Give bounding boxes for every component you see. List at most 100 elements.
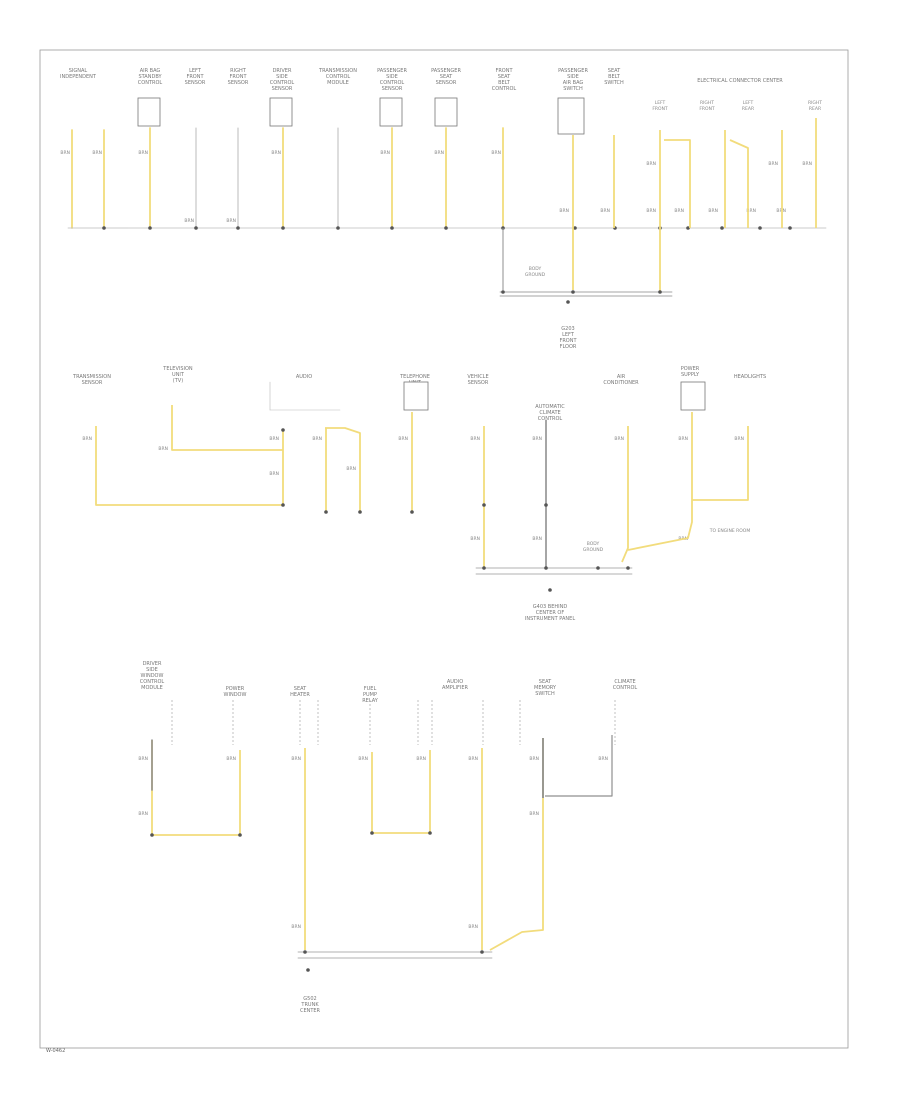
section1-sub-label-line: RIGHT xyxy=(808,100,822,106)
section1-component-label-line: FRONT xyxy=(186,74,204,80)
section2-wire xyxy=(621,426,629,563)
section1-note-line: BODY xyxy=(529,266,542,272)
section1-wire-code: BRN xyxy=(92,150,102,156)
section2-component-label-line: VEHICLE xyxy=(467,374,488,380)
section1-wire xyxy=(729,139,749,228)
section1-sub-label-line: REAR xyxy=(742,106,754,112)
footer-code: W-0462 xyxy=(46,1048,65,1054)
section1-splice-dot xyxy=(788,226,792,230)
section1-component-label-line: SIDE xyxy=(276,74,288,80)
section1-ground-dot xyxy=(571,290,575,294)
section3-wire-code: BRN xyxy=(598,756,608,762)
section2-note: TO ENGINE ROOM xyxy=(709,528,751,534)
section1-note-line: GROUND xyxy=(525,272,546,278)
section3-wire xyxy=(545,735,613,797)
section2-ground-dot xyxy=(596,566,600,570)
section2-wire-code: BRN xyxy=(532,536,542,542)
section1-ground-dot xyxy=(501,290,505,294)
section2-splice-dot xyxy=(358,510,362,514)
section1-component-label-line: SEAT xyxy=(498,74,511,80)
section1-splice-dot xyxy=(281,226,285,230)
section3-component-label-line: SEAT xyxy=(539,679,552,685)
section3-wire xyxy=(151,740,241,836)
section2-ground-point xyxy=(548,588,552,592)
section3-component-label-line: AMPLIFIER xyxy=(442,685,469,691)
section1-header-right: ELECTRICAL CONNECTOR CENTER xyxy=(697,78,783,84)
section2-note-line: BODY xyxy=(587,541,600,547)
section2-component-label-line: AIR xyxy=(617,374,626,380)
section2-wire-code: BRN xyxy=(158,446,168,452)
section3-ground-label-line: TRUNK xyxy=(300,1002,319,1008)
section2-component-box xyxy=(403,381,429,411)
section1-component-label-line: RIGHT xyxy=(230,68,247,74)
section1-wire-code: BRN xyxy=(434,150,444,156)
section2-note-line: TO ENGINE ROOM xyxy=(709,528,751,534)
section1-component-label-line: FRONT xyxy=(495,68,513,74)
section1-splice-dot xyxy=(573,226,577,230)
section1-wire-code: BRN xyxy=(600,208,610,214)
section1-component-box xyxy=(269,97,293,127)
section1-component-label-line: SENSOR xyxy=(272,86,293,92)
section3-component-label-line: CONTROL xyxy=(140,679,165,685)
section2-component-label-line: SENSOR xyxy=(82,380,103,386)
section2-splice-dot xyxy=(324,510,328,514)
section2-wire-code: BRN xyxy=(470,536,480,542)
section3-splice-dot xyxy=(428,831,432,835)
section1-wire-code: BRN xyxy=(491,150,501,156)
section1-splice-dot xyxy=(444,226,448,230)
section3-component-label-line: DRIVER xyxy=(143,661,162,667)
section2-component-label-line: CONTROL xyxy=(538,416,563,422)
section2-wire-code: BRN xyxy=(269,471,279,477)
section3-component-label-line: SEAT xyxy=(294,686,307,692)
section2-component-label-line: CLIMATE xyxy=(539,410,560,416)
section1-splice-dot xyxy=(148,226,152,230)
section1-wire-code: BRN xyxy=(271,150,281,156)
section3-wire xyxy=(489,738,544,951)
section2-component-label: HEADLIGHTS xyxy=(734,374,766,380)
section3-wire-code: BRN xyxy=(291,756,301,762)
section1-component-label-line: CONTROL xyxy=(326,74,351,80)
section1-splice-dot xyxy=(336,226,340,230)
section3-component-label-line: CONTROL xyxy=(613,685,638,691)
section1-splice-dot xyxy=(758,226,762,230)
wires-layer xyxy=(67,118,827,972)
section3-component-label-line: RELAY xyxy=(362,698,379,704)
section2-wire-code: BRN xyxy=(346,466,356,472)
section3-component-label-line: PUMP xyxy=(363,692,377,698)
section1-ground-label-line: FRONT xyxy=(559,338,577,344)
section3-ground-label-line: CENTER xyxy=(300,1008,321,1014)
section2-wire-code: BRN xyxy=(678,436,688,442)
section2-component-label-line: TELEVISION xyxy=(162,366,193,372)
section2-wire xyxy=(325,427,361,512)
section2-wire-code: BRN xyxy=(470,436,480,442)
section3-wire-code: BRN xyxy=(416,756,426,762)
section2-splice-dot xyxy=(281,428,285,432)
section2-component-label-line: AUTOMATIC xyxy=(535,404,565,410)
section2-component-label-line: HEADLIGHTS xyxy=(734,374,766,380)
section2-component-label-line: SENSOR xyxy=(468,380,489,386)
section1-splice-dot xyxy=(236,226,240,230)
section1-wire-code: BRN xyxy=(138,150,148,156)
section1-ground-label-line: LEFT xyxy=(562,332,575,338)
section1-component-label-line: AIR BAG xyxy=(140,68,161,74)
section1-wire-code: BRN xyxy=(380,150,390,156)
